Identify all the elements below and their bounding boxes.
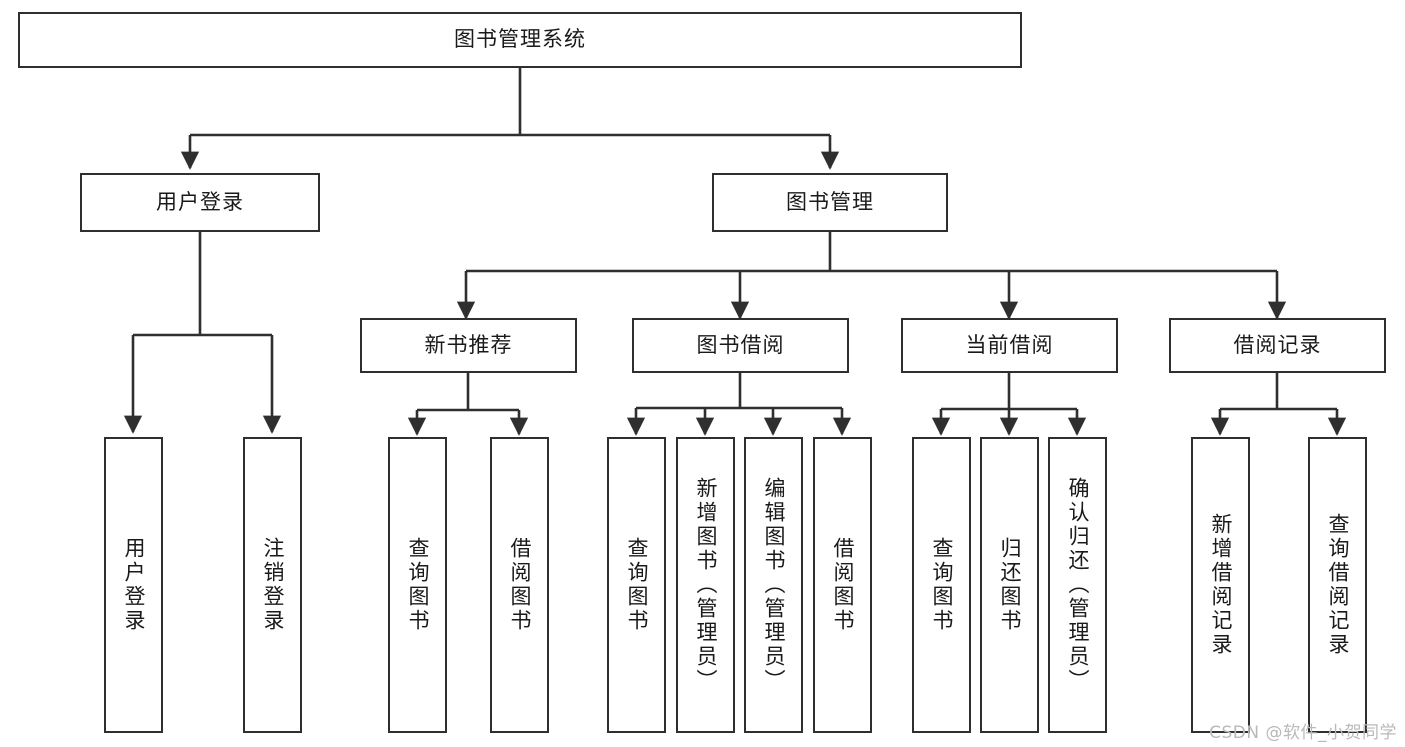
- leaf-query-book-3[interactable]: 查询图书: [912, 437, 971, 733]
- node-new-book-recommend[interactable]: 新书推荐: [360, 318, 577, 373]
- leaf-user-login-label: 用户登录: [122, 537, 146, 633]
- leaf-logout-label: 注销登录: [261, 537, 285, 633]
- node-book-borrow-label: 图书借阅: [696, 332, 785, 357]
- csdn-watermark: CSDN @软件_小贺同学: [1209, 723, 1397, 743]
- leaf-query-book-1-label: 查询图书: [406, 537, 430, 633]
- leaf-borrow-book-1[interactable]: 借阅图书: [490, 437, 549, 733]
- node-new-book-recommend-label: 新书推荐: [424, 332, 513, 357]
- leaf-edit-book[interactable]: 编辑图书（管理员）: [744, 437, 803, 733]
- leaf-borrow-book-2[interactable]: 借阅图书: [813, 437, 872, 733]
- leaf-query-book-2[interactable]: 查询图书: [607, 437, 666, 733]
- leaf-add-record[interactable]: 新增借阅记录: [1191, 437, 1250, 733]
- node-user-login[interactable]: 用户登录: [80, 173, 320, 232]
- leaf-logout[interactable]: 注销登录: [243, 437, 302, 733]
- node-user-login-label: 用户登录: [156, 189, 244, 214]
- leaf-borrow-book-2-label: 借阅图书: [831, 537, 855, 633]
- leaf-borrow-book-1-label: 借阅图书: [508, 537, 532, 633]
- node-root-system-label: 图书管理系统: [454, 27, 586, 52]
- leaf-query-record[interactable]: 查询借阅记录: [1308, 437, 1367, 733]
- leaf-add-book-label: 新增图书（管理员）: [694, 477, 718, 693]
- leaf-query-book-2-label: 查询图书: [625, 537, 649, 633]
- leaf-user-login[interactable]: 用户登录: [104, 437, 163, 733]
- node-root-system[interactable]: 图书管理系统: [18, 12, 1022, 68]
- node-book-manage-label: 图书管理: [786, 189, 874, 214]
- node-book-manage[interactable]: 图书管理: [712, 173, 948, 232]
- node-current-borrow[interactable]: 当前借阅: [901, 318, 1118, 373]
- leaf-query-book-3-label: 查询图书: [930, 537, 954, 633]
- leaf-confirm-return-label: 确认归还（管理员）: [1066, 477, 1090, 693]
- node-borrow-record-label: 借阅记录: [1233, 332, 1322, 357]
- leaf-add-book[interactable]: 新增图书（管理员）: [676, 437, 735, 733]
- leaf-edit-book-label: 编辑图书（管理员）: [762, 477, 786, 693]
- leaf-confirm-return[interactable]: 确认归还（管理员）: [1048, 437, 1107, 733]
- node-current-borrow-label: 当前借阅: [965, 332, 1054, 357]
- node-book-borrow[interactable]: 图书借阅: [632, 318, 849, 373]
- leaf-query-book-1[interactable]: 查询图书: [388, 437, 447, 733]
- leaf-add-record-label: 新增借阅记录: [1209, 513, 1233, 657]
- node-borrow-record[interactable]: 借阅记录: [1169, 318, 1386, 373]
- leaf-return-book-label: 归还图书: [998, 537, 1022, 633]
- leaf-query-record-label: 查询借阅记录: [1326, 513, 1350, 657]
- leaf-return-book[interactable]: 归还图书: [980, 437, 1039, 733]
